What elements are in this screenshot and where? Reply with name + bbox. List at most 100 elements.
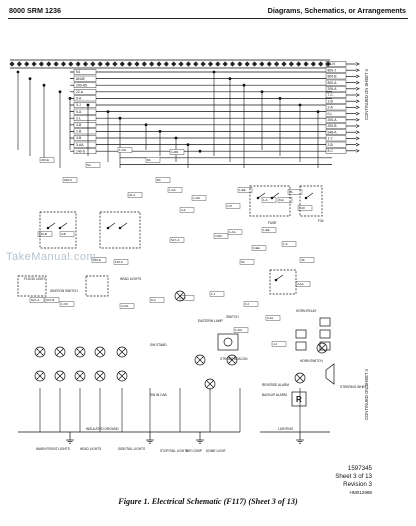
- lamp-symbol: [54, 370, 66, 382]
- wire-label-box: [209, 291, 225, 297]
- wire-label: 200-E: [41, 158, 49, 162]
- junction-dot: [186, 143, 190, 147]
- wire-label: 3-J: [245, 302, 250, 306]
- diamond-marker: [112, 61, 118, 67]
- lamp-cross: [56, 348, 64, 356]
- lamp-cross: [76, 372, 84, 380]
- header-rule: [8, 18, 408, 19]
- wire-label-box: [91, 257, 107, 263]
- lamp-symbol: [174, 290, 186, 302]
- bus-label-left: 5-A: [76, 97, 82, 101]
- connector-block: [319, 317, 331, 327]
- diamond-marker: [68, 61, 74, 67]
- contact-node: [46, 226, 50, 230]
- diamond-marker: [200, 61, 206, 67]
- lamp-cross: [206, 380, 214, 388]
- wire-label-box: [59, 301, 75, 307]
- relay-enclosure: [299, 185, 323, 217]
- bus-label-left: 22-A: [76, 90, 84, 94]
- lamp-symbol: [116, 346, 128, 358]
- wire-label: 3-OG: [121, 304, 129, 308]
- wire-label: 22-A: [129, 193, 135, 197]
- strobe-symbol: [223, 337, 233, 347]
- bus-label-right: 200-B: [328, 124, 338, 128]
- diamond-marker: [31, 61, 37, 67]
- wire-label-box: [213, 233, 229, 239]
- component-label: SW STAND: [150, 343, 167, 347]
- bus-label-right: 7-C: [328, 93, 334, 97]
- diamond-marker: [104, 61, 111, 67]
- bus-label-left: 140-S: [76, 149, 86, 153]
- wire-label: 1-OF: [61, 302, 68, 306]
- component-label: DOME LIGHT: [206, 449, 226, 453]
- bus-label-right: 548-A: [328, 130, 338, 134]
- component-label: SIDE/TAIL LIGHTS: [118, 447, 145, 451]
- bus-label-right: 800-B: [328, 75, 338, 79]
- wire-label-box: [227, 229, 243, 235]
- wire-label: 3-MC: [215, 234, 223, 238]
- continued-label-top: CONTINUED ON SHEET 4: [364, 68, 369, 120]
- lamp-cross: [118, 348, 126, 356]
- diamond-marker: [229, 61, 236, 67]
- diamond-marker: [24, 61, 30, 67]
- wire-label-box: [261, 197, 277, 203]
- wire-label-box: [281, 241, 297, 247]
- diamond-marker: [259, 61, 265, 67]
- component-label: HEAD LIGHTS: [120, 277, 141, 281]
- bus-label-right: 40-N: [328, 62, 336, 66]
- page-header-right: Diagrams, Schematics, or Arrangements: [267, 6, 406, 15]
- wire-label-box: [37, 231, 53, 237]
- component-label: REVERSE ALARM: [262, 383, 289, 387]
- wire-label: 3-AA: [297, 282, 304, 286]
- bus-label-left: AN4E: [76, 77, 86, 81]
- wire-label-box: [117, 147, 133, 153]
- contact-node: [274, 278, 278, 282]
- lamp-symbol: [34, 370, 46, 382]
- diamond-marker: [90, 61, 96, 67]
- arrow-right: [355, 111, 360, 116]
- lamp-cross: [36, 372, 44, 380]
- lamp-cross: [96, 348, 104, 356]
- wire-label-box: [149, 297, 165, 303]
- diamond-marker: [274, 61, 280, 67]
- diamond-marker: [310, 61, 316, 67]
- bus-label-left: 3-AA: [76, 143, 84, 147]
- diamond-marker: [266, 61, 272, 67]
- component-label: LIGHTING: [278, 427, 294, 431]
- wire-label: 5A: [87, 163, 91, 167]
- bus-label-box: [73, 75, 97, 82]
- wire-label: 140-K: [115, 260, 123, 264]
- bus-label-left: N1: [76, 70, 80, 74]
- relay-contact: [119, 222, 128, 229]
- arrow-right: [355, 93, 360, 97]
- bus-label-right: 800-A: [328, 81, 338, 85]
- component-label: BACKUP ALARM: [262, 393, 287, 397]
- diamond-marker: [141, 61, 147, 67]
- relay-enclosure: [85, 275, 109, 297]
- arrow-right: [355, 142, 360, 147]
- diamond-marker: [163, 61, 169, 67]
- relay-contact: [257, 192, 266, 199]
- wire-label: 1-AD: [193, 196, 201, 200]
- bus-label-box: [73, 135, 97, 141]
- figure-caption: Figure 1. Electrical Schematic (F117) (S…: [118, 497, 298, 506]
- connector-block: [295, 341, 307, 351]
- bus-label-left: 5-A: [76, 110, 82, 114]
- relay-box: [291, 391, 307, 407]
- bus-label-box: [73, 141, 97, 148]
- diamond-marker: [134, 61, 140, 67]
- page-header-left: 8000 SRM 1236: [9, 6, 61, 15]
- junction-dot: [42, 83, 46, 87]
- bus-label-box: [73, 148, 97, 155]
- bus-label-right: 205-A: [328, 87, 338, 91]
- wire-label-box: [295, 281, 311, 287]
- wire-label: 2A: [289, 190, 293, 194]
- diamond-marker: [97, 61, 103, 67]
- wire-label: 140-B: [39, 232, 47, 236]
- component-label: HORN SWITCH: [300, 359, 324, 363]
- junction-dot: [28, 77, 32, 81]
- wire-label: 6-A: [151, 298, 156, 302]
- connector-block: [319, 341, 331, 351]
- wire-label-box: [44, 297, 60, 303]
- wire-label: 1-R: [227, 204, 233, 208]
